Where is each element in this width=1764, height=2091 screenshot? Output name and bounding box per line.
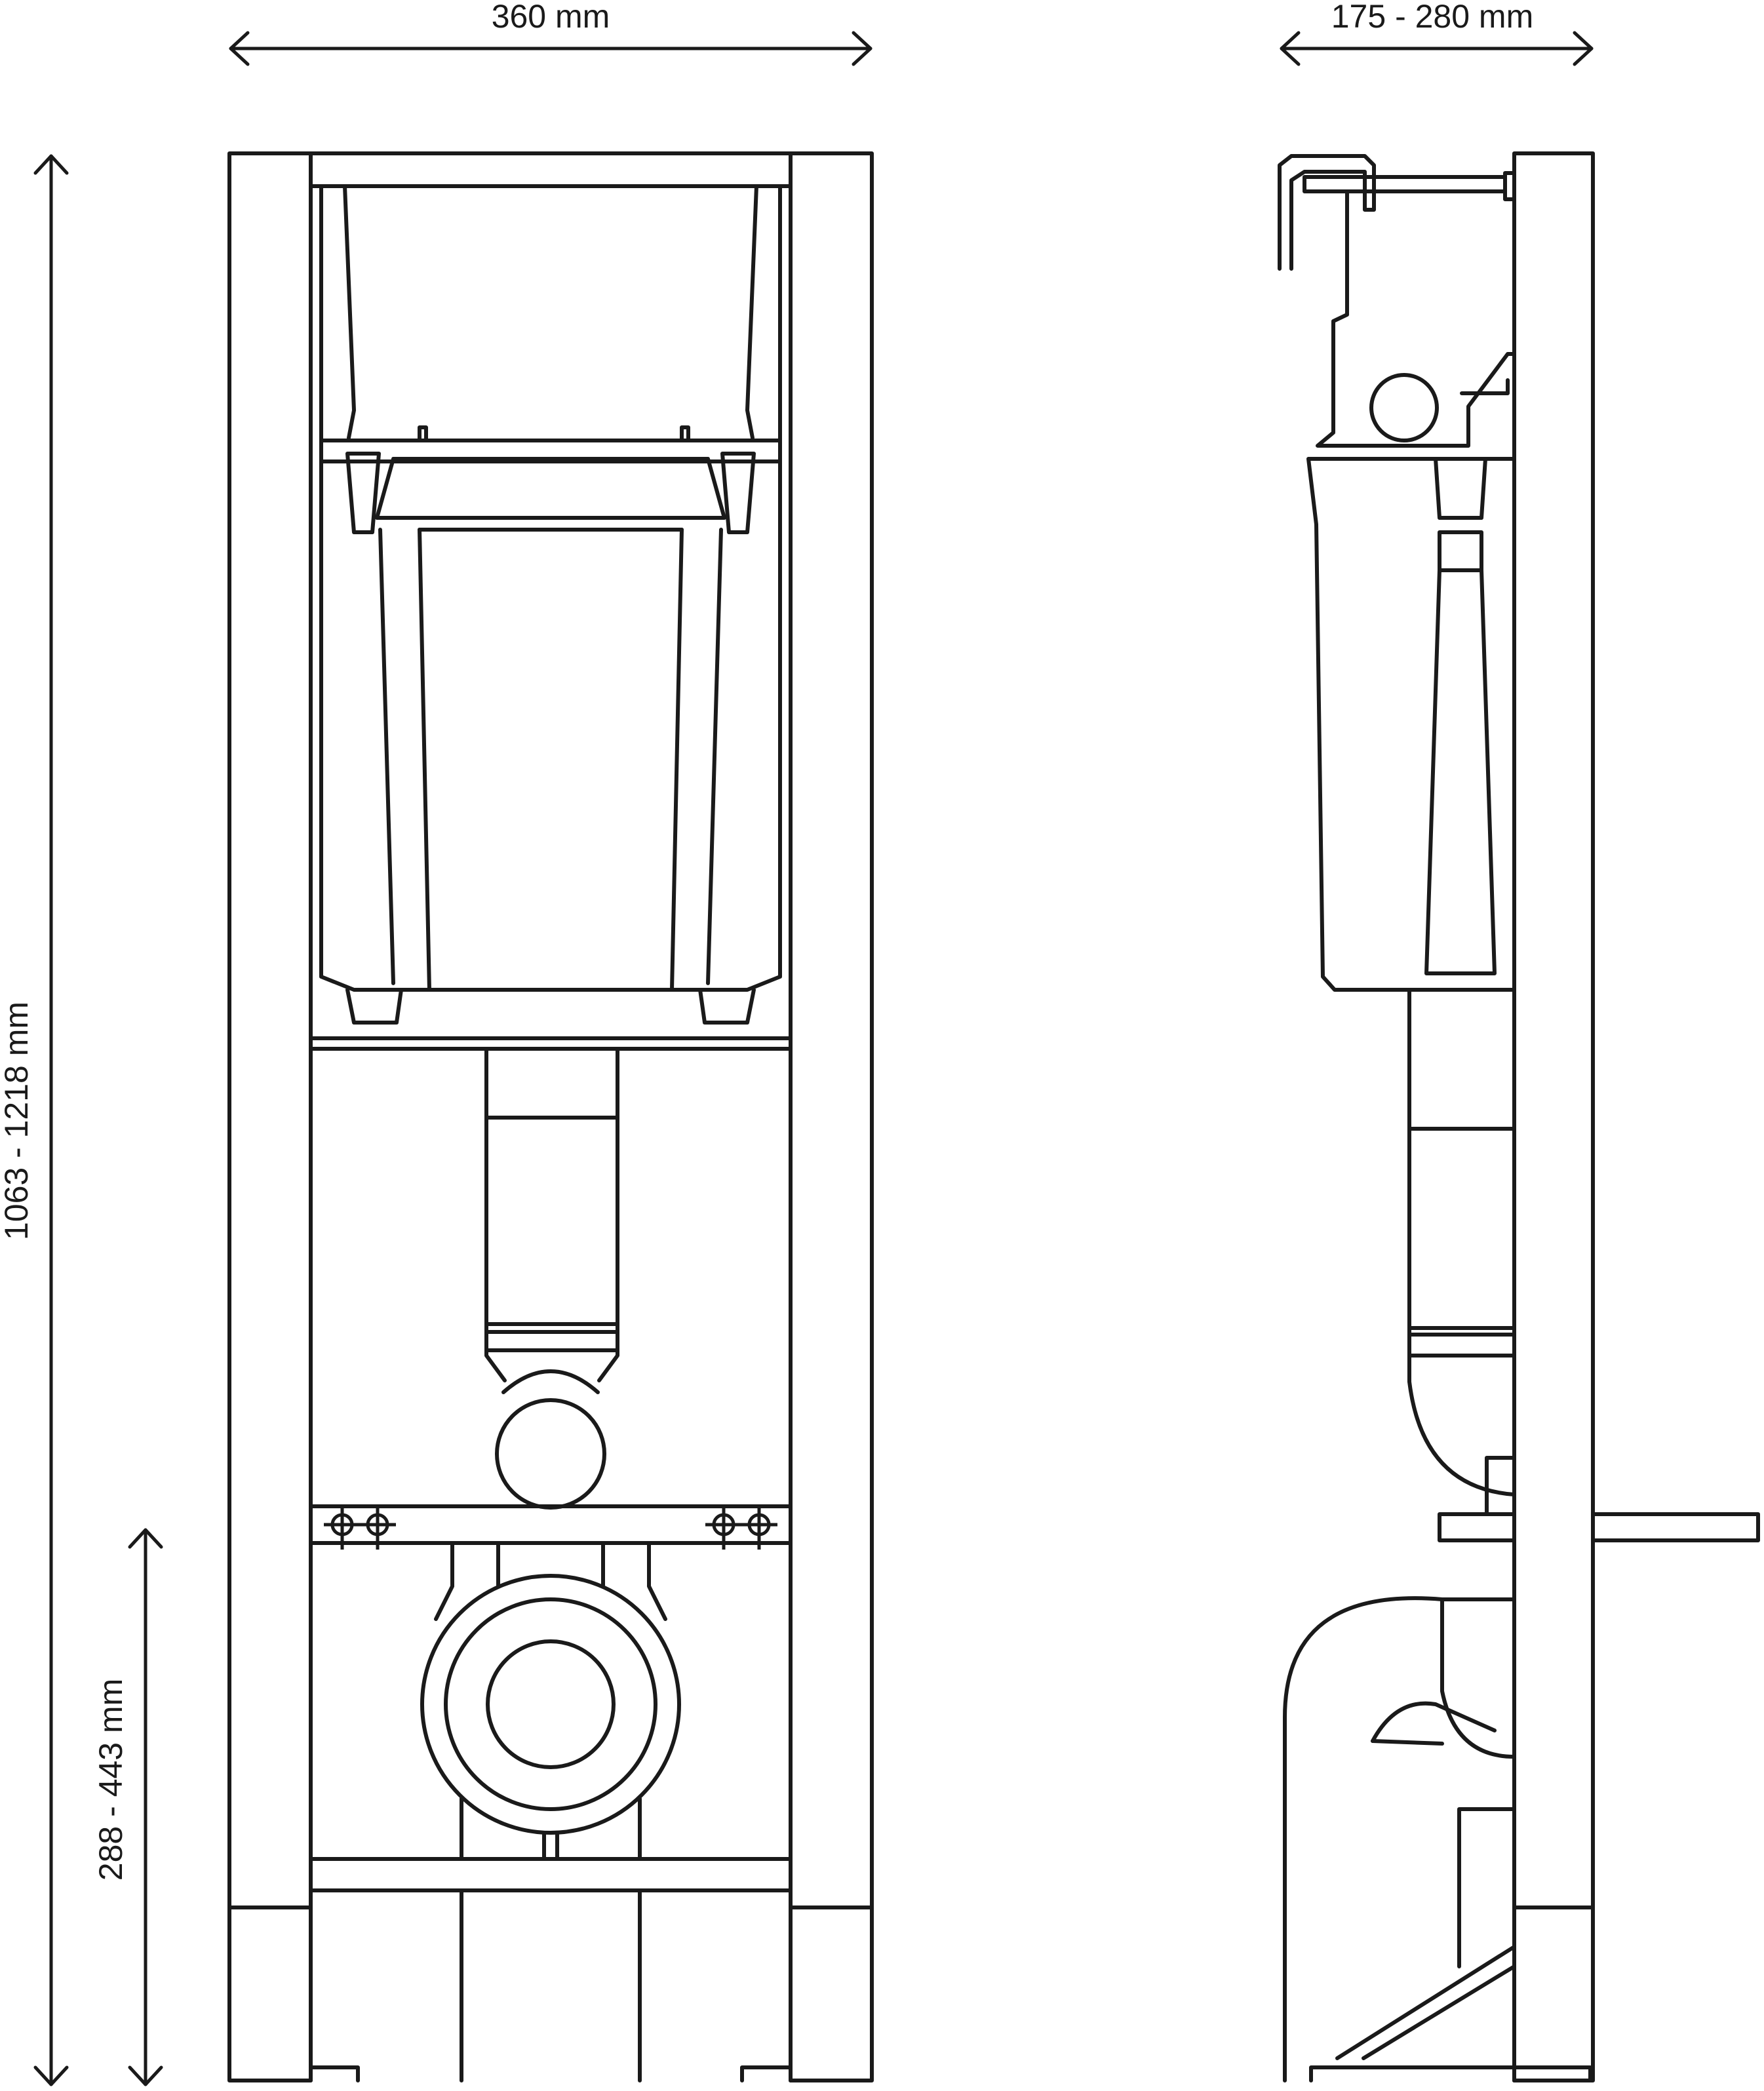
side-valve-float-icon — [1369, 373, 1439, 442]
side-drain-connector — [1283, 1596, 1592, 2082]
outlet-height-dimension: 288 - 443 mm — [92, 1528, 163, 2086]
drain-middle-ring — [444, 1597, 657, 1811]
flush-pipe-outlet — [495, 1398, 606, 1510]
left-cistern-foot — [345, 988, 403, 1025]
front-view — [227, 151, 874, 2082]
side-depth-label: 175 - 280 mm — [1331, 0, 1533, 35]
side-hook-bracket — [1278, 154, 1507, 271]
total-height-dimension: 1063 - 1218 mm — [0, 154, 69, 2086]
mounting-rail — [309, 1504, 793, 1550]
lower-supports — [460, 1888, 642, 2082]
front-width-label: 360 mm — [492, 0, 610, 35]
right-foot — [740, 2065, 793, 2082]
right-post — [789, 151, 874, 2082]
outlet-height-label: 288 - 443 mm — [92, 1679, 129, 1881]
right-cistern-foot — [698, 988, 756, 1025]
left-clip — [345, 452, 381, 534]
left-bolts-icon — [324, 1506, 396, 1550]
left-foot — [309, 2065, 360, 2082]
side-view — [1278, 151, 1760, 2082]
drain-connector — [420, 1541, 681, 1861]
side-valve — [1316, 189, 1516, 448]
drain-outer-ring — [420, 1574, 681, 1835]
side-wall-bolts — [1438, 1512, 1760, 1542]
cistern-body — [319, 459, 782, 1025]
side-post — [1512, 151, 1595, 2082]
cistern-shoulder — [375, 457, 726, 520]
total-height-label: 1063 - 1218 mm — [0, 1002, 35, 1240]
top-rail — [309, 151, 793, 188]
side-flush-pipe — [1407, 988, 1516, 1516]
flush-pipe — [484, 1047, 619, 1510]
right-clip — [720, 452, 756, 534]
cistern-upper — [319, 184, 782, 463]
drain-inner-ring — [486, 1639, 616, 1769]
middle-rail — [309, 1036, 793, 1051]
lower-rail — [309, 1857, 793, 1892]
side-depth-dimension: 175 - 280 mm — [1280, 0, 1594, 66]
side-cistern — [1306, 457, 1516, 992]
front-width-dimension: 360 mm — [229, 0, 872, 66]
left-post — [227, 151, 313, 2082]
right-bolts-icon — [705, 1506, 777, 1550]
